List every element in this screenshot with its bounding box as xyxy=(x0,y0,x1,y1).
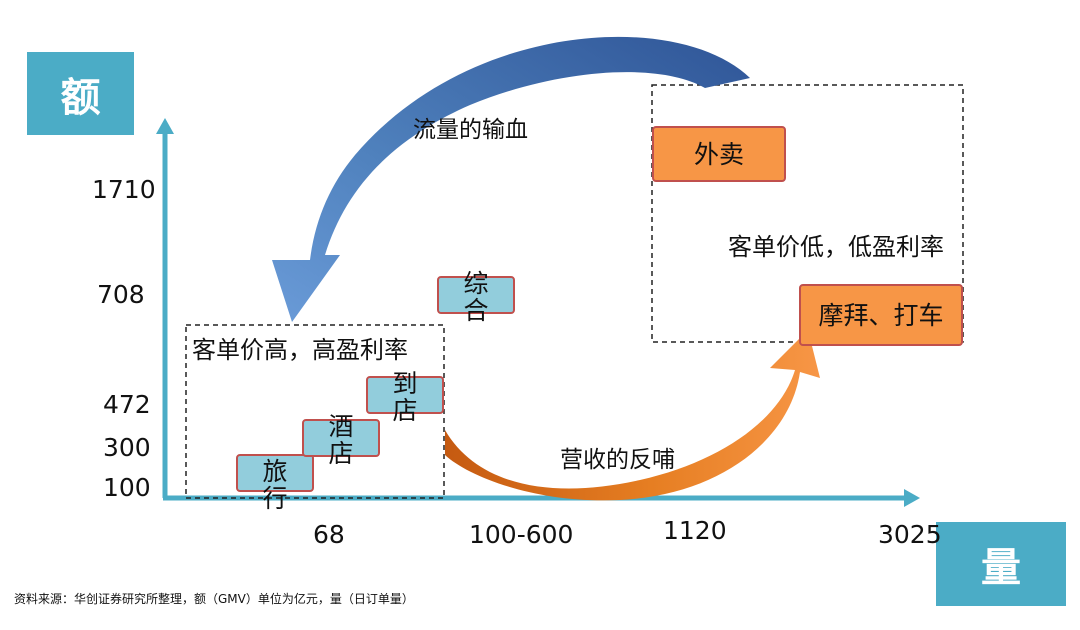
x-tick-1120: 1120 xyxy=(663,516,727,545)
traffic-flow-arrow xyxy=(272,36,750,322)
x-tick-68: 68 xyxy=(313,520,345,549)
y-axis-label-box: 额 xyxy=(27,52,134,135)
node-food-delivery: 外卖 xyxy=(652,126,786,182)
y-tick-708: 708 xyxy=(97,280,145,309)
high-margin-label: 客单价高，高盈利率 xyxy=(192,336,408,364)
y-tick-300: 300 xyxy=(103,433,151,462)
x-tick-100-600: 100-600 xyxy=(469,520,574,549)
node-general: 综合 xyxy=(437,270,515,324)
node-food-delivery-label: 外卖 xyxy=(693,139,744,169)
node-in-store-label: 到店 xyxy=(392,369,418,425)
y-tick-472: 472 xyxy=(103,390,151,419)
revenue-flow-arrow xyxy=(445,330,820,501)
node-travel-label: 旅行 xyxy=(262,457,288,513)
y-tick-100: 100 xyxy=(103,473,151,502)
traffic-flow-label: 流量的输血 xyxy=(413,117,528,143)
y-axis-label: 额 xyxy=(60,74,101,121)
node-bike-taxi: 摩拜、打车 xyxy=(799,284,963,346)
x-axis-label-box: 量 xyxy=(936,522,1066,606)
node-hotel-label: 酒店 xyxy=(328,412,354,468)
x-axis-label: 量 xyxy=(981,545,1021,591)
node-hotel: 酒店 xyxy=(302,413,380,467)
source-note: 资料来源：华创证券研究所整理，额（GMV）单位为亿元，量（日订单量） xyxy=(14,592,414,606)
high-margin-region xyxy=(185,324,445,499)
x-tick-3025: 3025 xyxy=(878,520,942,549)
node-travel: 旅行 xyxy=(236,454,314,512)
low-margin-label: 客单价低，低盈利率 xyxy=(728,233,944,261)
y-axis xyxy=(156,118,174,498)
node-general-label: 综合 xyxy=(463,269,489,325)
y-tick-1710: 1710 xyxy=(92,175,156,204)
node-bike-taxi-label: 摩拜、打车 xyxy=(818,300,944,330)
node-in-store: 到店 xyxy=(366,370,444,424)
revenue-flow-label: 营收的反哺 xyxy=(560,447,675,473)
